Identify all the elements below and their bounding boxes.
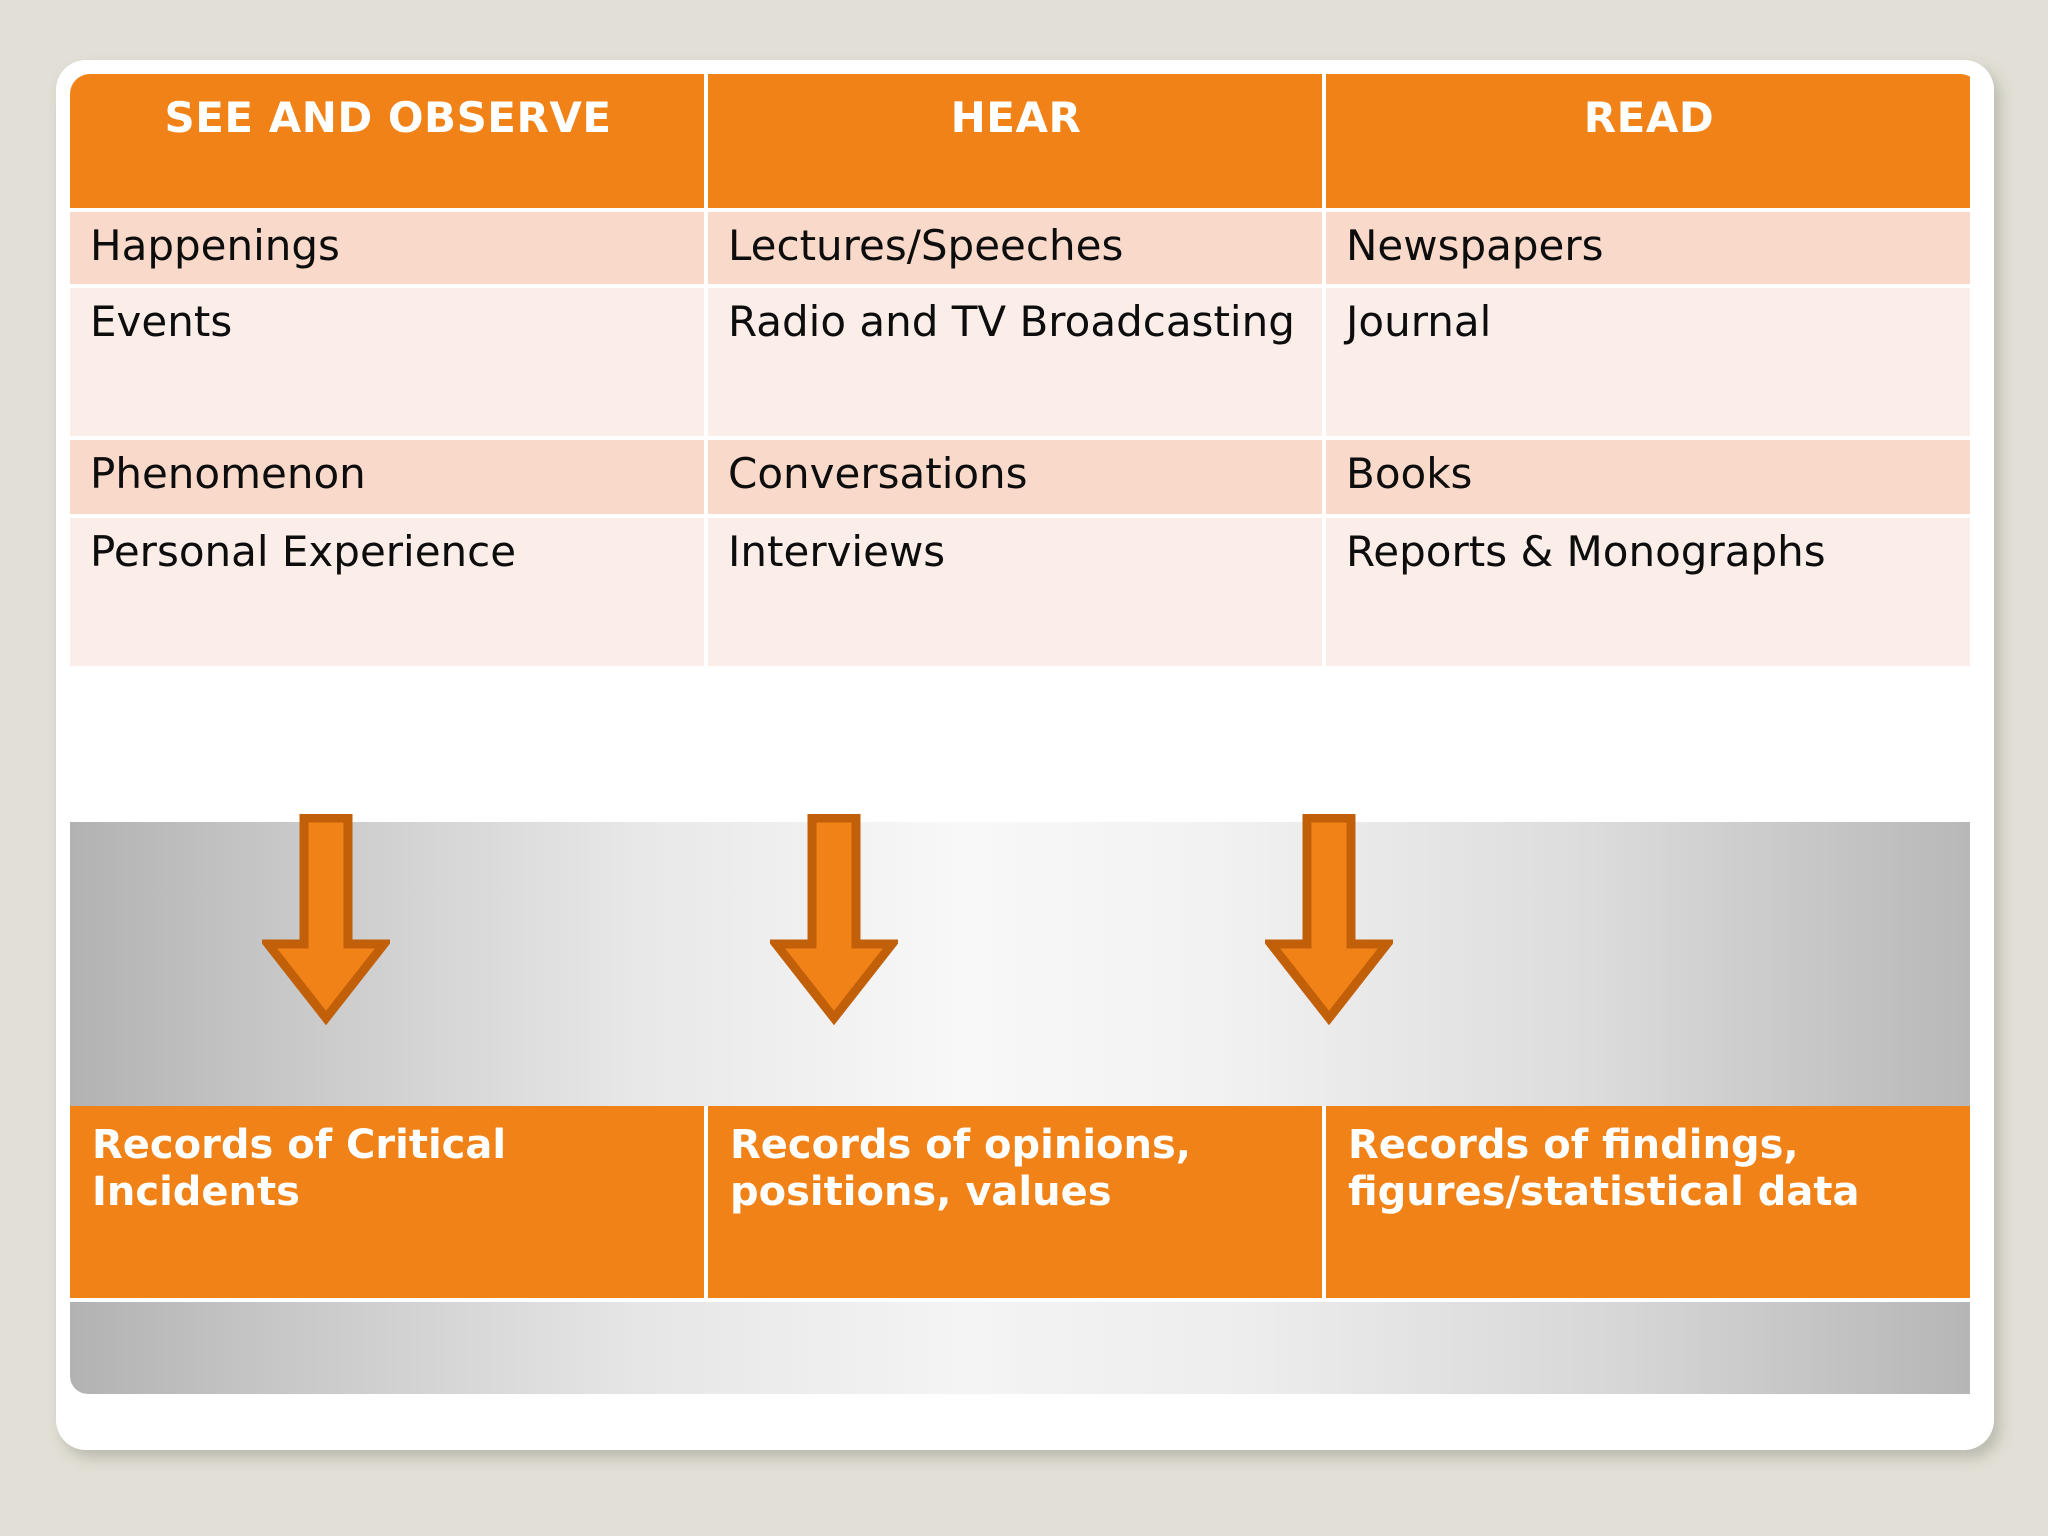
- conclusion-critical-incidents: Records of Critical Incidents: [70, 1106, 708, 1298]
- conclusion-findings-figures-data: Records of findings, figures/statistical…: [1326, 1106, 1970, 1298]
- cell-read-journal: Journal: [1326, 288, 1970, 440]
- column-header-read: READ: [1326, 74, 1970, 212]
- bottom-gradient-strip: [70, 1302, 1970, 1394]
- cell-hear-conversations: Conversations: [708, 440, 1326, 518]
- cell-hear-lectures: Lectures/Speeches: [708, 212, 1326, 288]
- table-row: Personal Experience Interviews Reports &…: [70, 518, 1970, 670]
- conclusion-opinions-positions-values: Records of opinions, positions, values: [708, 1106, 1326, 1298]
- cell-see-events: Events: [70, 288, 708, 440]
- cell-see-happenings: Happenings: [70, 212, 708, 288]
- cell-read-books: Books: [1326, 440, 1970, 518]
- slide-content-area: SEE AND OBSERVE HEAR READ Happenings Lec…: [70, 74, 1980, 1436]
- slide-card: SEE AND OBSERVE HEAR READ Happenings Lec…: [56, 60, 1994, 1450]
- arrow-down-icon-see-and-observe: [262, 814, 390, 1026]
- arrow-down-icon-hear: [770, 814, 898, 1026]
- table-row: Phenomenon Conversations Books: [70, 440, 1970, 518]
- cell-hear-radio-tv: Radio and TV Broadcasting: [708, 288, 1326, 440]
- sources-table: SEE AND OBSERVE HEAR READ Happenings Lec…: [70, 74, 1970, 670]
- cell-see-phenomenon: Phenomenon: [70, 440, 708, 518]
- cell-hear-interviews: Interviews: [708, 518, 1326, 670]
- cell-see-personal-experience: Personal Experience: [70, 518, 708, 670]
- table-row: Happenings Lectures/Speeches Newspapers: [70, 212, 1970, 288]
- cell-read-reports-monographs: Reports & Monographs: [1326, 518, 1970, 670]
- table-header-row: SEE AND OBSERVE HEAR READ: [70, 74, 1970, 212]
- flow-gradient-band: [70, 814, 1970, 1106]
- column-header-see-and-observe: SEE AND OBSERVE: [70, 74, 708, 212]
- cell-read-newspapers: Newspapers: [1326, 212, 1970, 288]
- column-header-hear: HEAR: [708, 74, 1326, 212]
- conclusions-row: Records of Critical Incidents Records of…: [70, 1106, 1970, 1298]
- table-row: Events Radio and TV Broadcasting Journal: [70, 288, 1970, 440]
- arrow-down-icon-read: [1265, 814, 1393, 1026]
